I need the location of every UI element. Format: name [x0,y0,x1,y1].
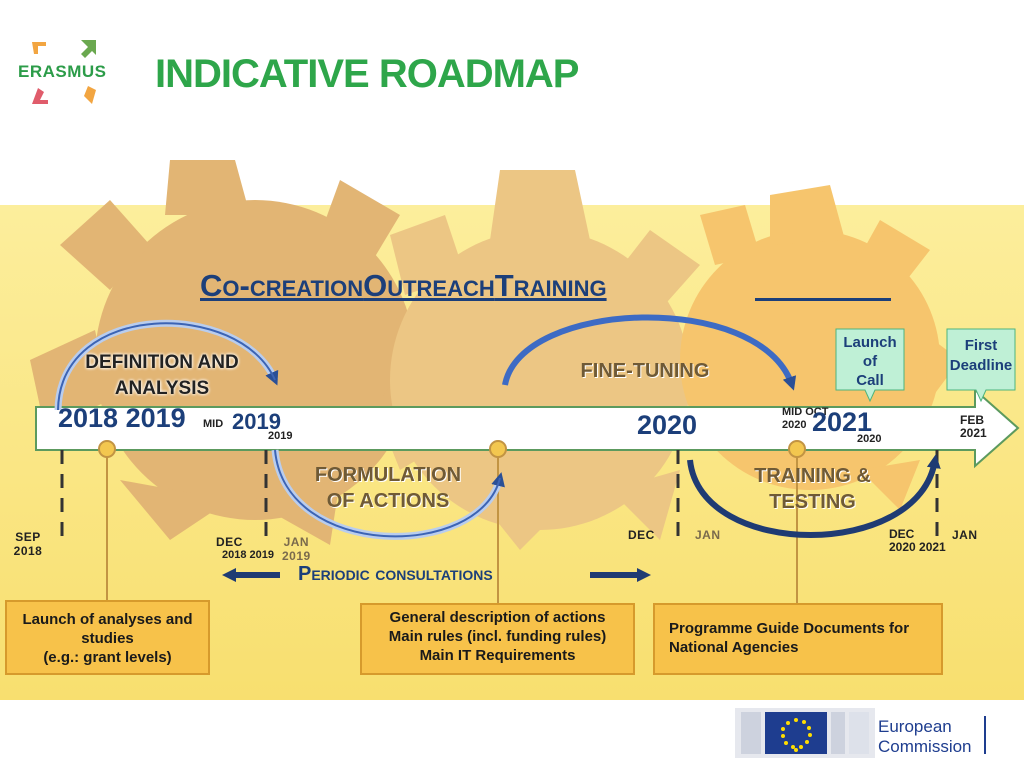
phase-training: Training [494,268,607,303]
gear-label-definition: DEFINITION AND ANALYSIS [72,350,252,402]
first-deadline-callout: First Deadline [946,336,1016,376]
date-dec-1: DEC [216,535,243,549]
timeline-feb: FEB 2021 [960,414,987,440]
box-analyses: Launch of analyses and studies (e.g.: gr… [5,600,210,675]
date-dec-2: DEC [628,528,655,542]
gear-label-formulation-line2: OF ACTIONS [326,490,450,512]
gear-label-definition-line2: ANALYSIS [114,378,210,399]
deadline-callout-shape [946,328,1016,402]
timeline-arrow [35,387,1020,469]
phase-blank-underline [755,298,891,301]
curved-arrow-training [687,454,941,538]
timeline-mid-oct: MID OCT 2020 [782,406,828,432]
date-dec-2020-line1: DEC [889,527,915,541]
box-actions-line3: Main IT Requirements [419,647,576,664]
box-analyses-line1: Launch of analyses and [22,611,193,628]
erasmus-arrows-logo [32,40,96,104]
callout-launch-line1: Launch [843,334,897,351]
ec-divider [984,716,986,754]
phase-outreach: Outreach [363,268,495,303]
timeline-year-2020: 2020 [637,410,698,440]
callout-deadline-line2: Deadline [949,357,1013,374]
callout-launch-line2: of [862,353,878,370]
connector-dots [98,440,806,458]
box-analyses-line3: (e.g.: grant levels) [43,649,172,666]
callout-launch-line3: Call [856,372,884,389]
gear-outreach [380,170,700,550]
date-jan-2019: JAN 2019 [282,535,311,563]
timeline-year-2020-small: 2020 [857,433,882,445]
date-dec-2020-line2: 2020 2021 [889,540,946,554]
timeline-mid: MID [203,418,224,430]
box-actions: General description of actions Main rule… [360,603,635,675]
date-jan-2: JAN [695,528,721,542]
ec-text-line2: Commission [878,737,972,756]
gear-label-definition-line1: DEFINITION AND [85,352,239,373]
launch-callout-shape [835,328,905,402]
european-commission-text: European Commission [878,717,972,757]
gear-label-formulation: FORMULATION OF ACTIONS [298,462,478,514]
date-markers [60,450,939,545]
periodic-consultations-label: Periodic consultations [298,563,493,585]
timeline-mid-oct-line1: MID OCT [782,406,829,418]
date-jan-2019-line1: JAN [283,535,310,549]
box-programme-line2: National Agencies [669,639,799,656]
eu-flag-icon [735,708,875,758]
box-analyses-line2: studies [81,630,134,647]
box-actions-line1: General description of actions [389,609,606,626]
ec-text-line1: European [878,717,952,736]
timeline-year-2018-2019: 2018 2019 [58,403,186,433]
date-dec-2018-2019: 2018 2019 [222,549,274,561]
box-programme-line1: Programme Guide Documents for [669,620,910,637]
gear-label-formulation-line1: FORMULATION [314,464,462,486]
timeline-year-2021: 2021 [812,407,873,437]
date-dec-2020: DEC 2020 2021 [889,528,946,554]
phase-co-creation: Co-creation [200,268,364,303]
timeline-feb-line1: FEB [960,413,984,427]
box-actions-line2: Main rules (incl. funding rules) [388,628,607,645]
gear-label-training-line2: TESTING [769,491,856,513]
gear-label-fine-tuning: FINE-TUNING [580,360,710,382]
timeline-mid-oct-line2: 2020 [782,419,807,431]
curved-arrow-fine-tuning [502,314,797,391]
date-jan-2019-line2: 2019 [282,549,311,563]
date-jan-3: JAN [952,528,978,542]
erasmus-logo-text: ERASMUS [18,62,107,81]
page-title: INDICATIVE ROADMAP [155,52,579,96]
gear-label-training-line1: TRAINING & [754,465,871,487]
timeline-year-2019-partial: 2019 [232,409,281,434]
date-sep-2018: SEP 2018 [6,530,50,558]
timeline-feb-line2: 2021 [960,426,987,440]
gear-label-training: TRAINING & TESTING [730,463,895,515]
box-programme-guide: Programme Guide Documents for National A… [653,603,943,675]
launch-of-call-callout: Launch of Call [835,333,905,390]
date-sep-2018-line2: 2018 [13,544,43,558]
callout-deadline-line1: First [964,337,998,354]
phases-heading: Co-creationOutreachTraining [200,268,607,304]
date-sep-2018-line1: SEP [15,530,41,544]
timeline-year-2019-small: 2019 [268,430,293,442]
